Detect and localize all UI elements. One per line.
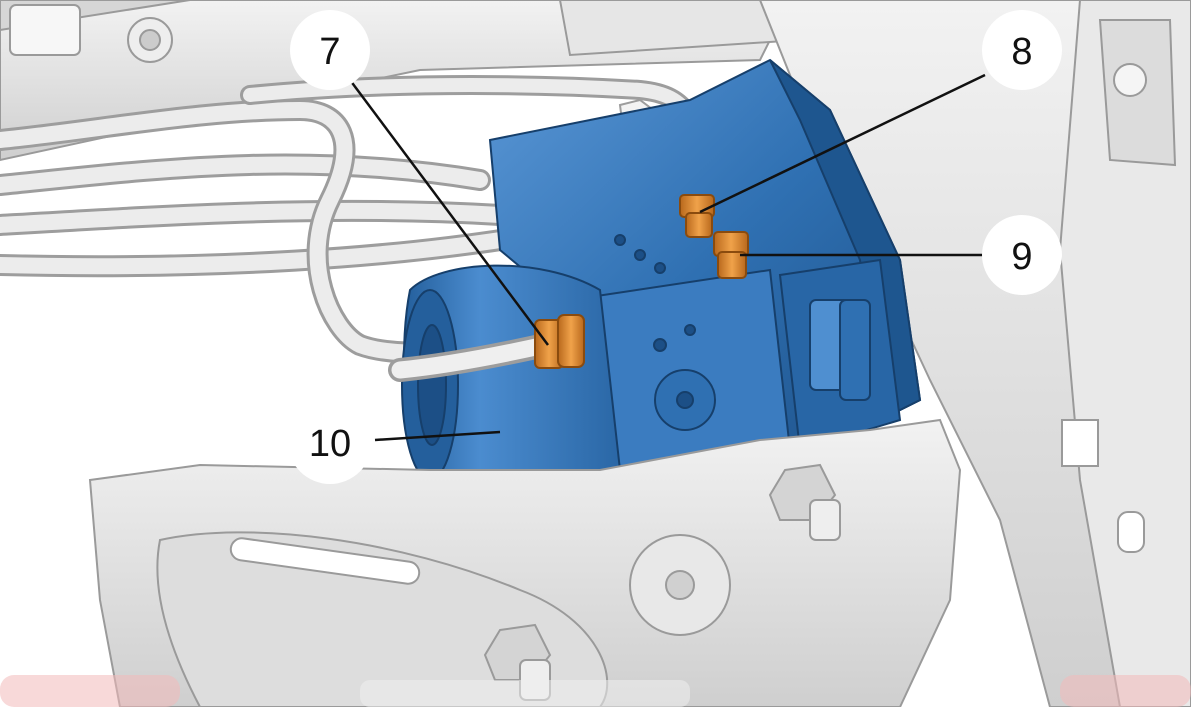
callout-7: 7 — [290, 10, 370, 90]
callout-9-label: 9 — [1011, 236, 1032, 278]
callout-10-label: 10 — [309, 423, 351, 465]
right-frame-member — [758, 0, 1191, 707]
callout-8-label: 8 — [1011, 31, 1032, 73]
fitting-7 — [534, 314, 585, 369]
leader-lines — [348, 73, 986, 442]
callout-7-label: 7 — [319, 31, 340, 73]
bolt-upper — [768, 463, 841, 541]
callout-10: 10 — [288, 400, 372, 484]
leader-7 — [348, 79, 550, 346]
fitting-9 — [713, 231, 749, 279]
upper-chassis-rail — [0, 0, 802, 162]
pipe-to-fitting-7 — [388, 333, 557, 382]
callout-8: 8 — [982, 10, 1062, 90]
callout-9: 9 — [982, 215, 1062, 295]
fitting-8 — [679, 194, 715, 238]
watermark — [0, 675, 1191, 707]
leader-10 — [374, 430, 501, 442]
lower-mounting-bracket — [88, 418, 962, 707]
leader-8 — [699, 73, 986, 214]
